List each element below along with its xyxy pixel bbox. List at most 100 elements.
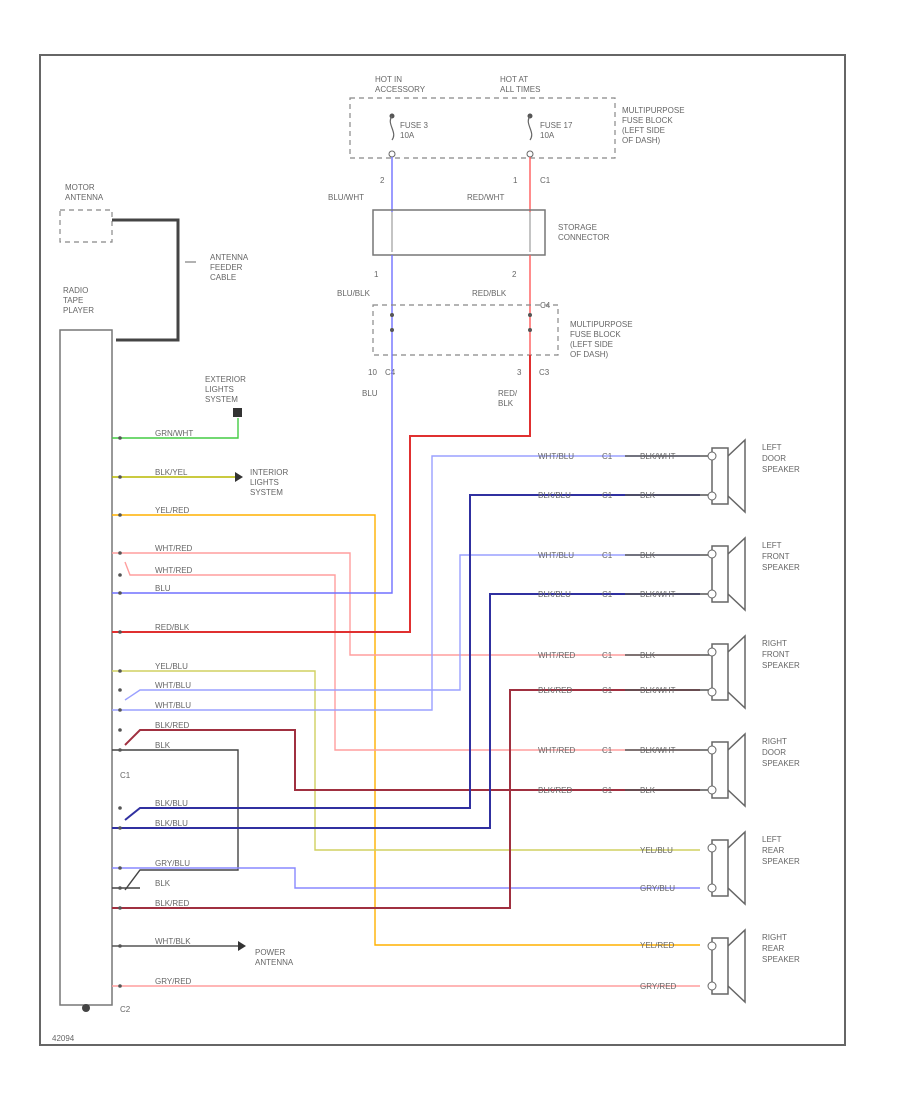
radio-wire-label: WHT/RED	[155, 544, 193, 553]
connector-c1-label: C1	[602, 491, 613, 500]
radio-wire	[112, 670, 700, 851]
connector-c1-label: C1	[602, 651, 613, 660]
radio-pin	[118, 806, 122, 810]
radio-wire-label: BLK/BLU	[155, 819, 188, 828]
speaker-wire-label: WHT/BLU	[538, 551, 574, 560]
pin-1-top: 1	[513, 176, 518, 185]
speaker-icon	[707, 536, 746, 612]
speaker-wire-label: YEL/RED	[640, 941, 674, 950]
radio-tape-player	[59, 329, 113, 1006]
pin-1-mid: 1	[374, 270, 379, 279]
c2-left-label: C2	[120, 1005, 131, 1014]
radio-pin	[118, 573, 122, 577]
radio-pin	[118, 984, 122, 988]
radio-wire-label: WHT/BLK	[155, 937, 191, 946]
c1-left-label: C1	[120, 771, 131, 780]
radio-wire-label: BLK	[155, 879, 171, 888]
radio-pin	[118, 475, 122, 479]
radio-wire	[124, 729, 700, 791]
speaker-wire-label: BLK/WHT	[640, 746, 676, 755]
arrow-icon	[235, 472, 243, 482]
radio-pin	[118, 748, 122, 752]
diagram-frame	[39, 54, 846, 1046]
speaker-wire-label: BLK	[640, 651, 656, 660]
c4-bottom-label: C4	[385, 368, 396, 377]
radio-wire-label: WHT/BLU	[155, 681, 191, 690]
antenna-feeder-cable	[112, 218, 180, 342]
radio-wire-label: GRN/WHT	[155, 429, 193, 438]
radio-wire-label: BLK/RED	[155, 899, 189, 908]
pin-10-label: 10	[368, 368, 377, 377]
radio-pin	[118, 513, 122, 517]
blu-wht-top-label: BLU/WHT	[328, 193, 364, 202]
radio-wire	[124, 561, 700, 751]
radio-wire	[112, 355, 531, 633]
radio-ground	[82, 1004, 90, 1012]
speaker-wire-label: YEL/BLU	[640, 846, 673, 855]
speaker-icon	[707, 928, 746, 1004]
connector-c1-label: C1	[602, 551, 613, 560]
speaker-wire-label: BLK/BLU	[538, 590, 571, 599]
speaker-wire-label: BLK	[640, 786, 656, 795]
radio-wire	[112, 867, 700, 889]
speaker-wire-label: BLK/WHT	[640, 686, 676, 695]
footer-code: 42094	[52, 1034, 75, 1043]
c4-mid-label: C4	[540, 301, 551, 310]
radio-wire-label: BLU	[155, 584, 171, 593]
radio-wire	[112, 749, 239, 891]
arrow-icon	[238, 941, 246, 951]
fuse-3-symbol	[388, 113, 396, 158]
radio-pin	[118, 630, 122, 634]
c1-top-label: C1	[540, 176, 551, 185]
speaker-wire-label: BLK	[640, 551, 656, 560]
connector-c1-label: C1	[602, 590, 613, 599]
red-blk-bottom-label: RED/BLK	[498, 389, 518, 408]
fuse-17-symbol	[526, 113, 534, 158]
speaker-wire-label: BLK/RED	[538, 786, 572, 795]
radio-pin	[118, 551, 122, 555]
radio-pin	[118, 728, 122, 732]
wire-layer	[112, 355, 710, 988]
radio-wire	[124, 554, 700, 701]
radio-wire-label: YEL/BLU	[155, 662, 188, 671]
multipurpose-fuse-block-bottom	[372, 304, 559, 356]
speaker-icon	[707, 438, 746, 514]
radio-wire	[112, 593, 700, 829]
speaker-wire-label: BLK/WHT	[640, 590, 676, 599]
radio-pin	[118, 906, 122, 910]
c3-bottom-label: C3	[539, 368, 550, 377]
radio-wire	[112, 689, 700, 909]
radio-wire-label: GRY/BLU	[155, 859, 190, 868]
blu-bottom-label: BLU	[362, 389, 378, 398]
radio-pin	[118, 886, 122, 890]
speaker-wire-label: BLK/WHT	[640, 452, 676, 461]
red-wht-top-label: RED/WHT	[467, 193, 504, 202]
radio-pin	[118, 436, 122, 440]
storage-connector	[372, 209, 546, 256]
radio-wire	[112, 418, 239, 439]
speaker-wire-label: BLK/BLU	[538, 491, 571, 500]
speaker-wire-label: BLK/RED	[538, 686, 572, 695]
pin-2-mid: 2	[512, 270, 517, 279]
radio-pin	[118, 866, 122, 870]
pin-2-top: 2	[380, 176, 385, 185]
speaker-wire-label: GRY/RED	[640, 982, 677, 991]
radio-wire	[112, 552, 700, 656]
connector-c1-label: C1	[602, 686, 613, 695]
wire-labels: GRN/WHTBLK/YELYEL/REDWHT/REDWHT/REDBLURE…	[155, 429, 677, 991]
radio-wire-label: WHT/BLU	[155, 701, 191, 710]
speaker-wire-label: WHT/RED	[538, 746, 576, 755]
